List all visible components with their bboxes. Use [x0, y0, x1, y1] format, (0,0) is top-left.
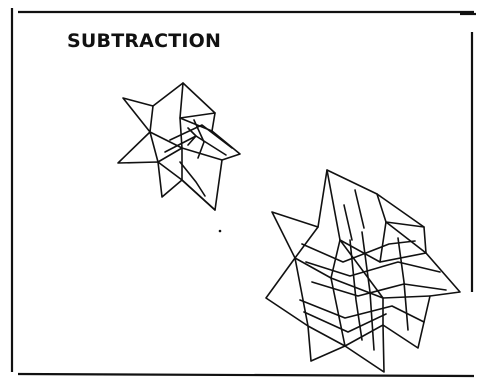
frame-bottom-line: [17, 372, 475, 378]
large-wireframe-solid: [265, 169, 461, 373]
stray-dot: [218, 229, 222, 233]
frame: [10, 8, 476, 378]
small-wireframe-solid: [117, 82, 241, 211]
page-title: SUBTRACTION: [67, 30, 222, 52]
